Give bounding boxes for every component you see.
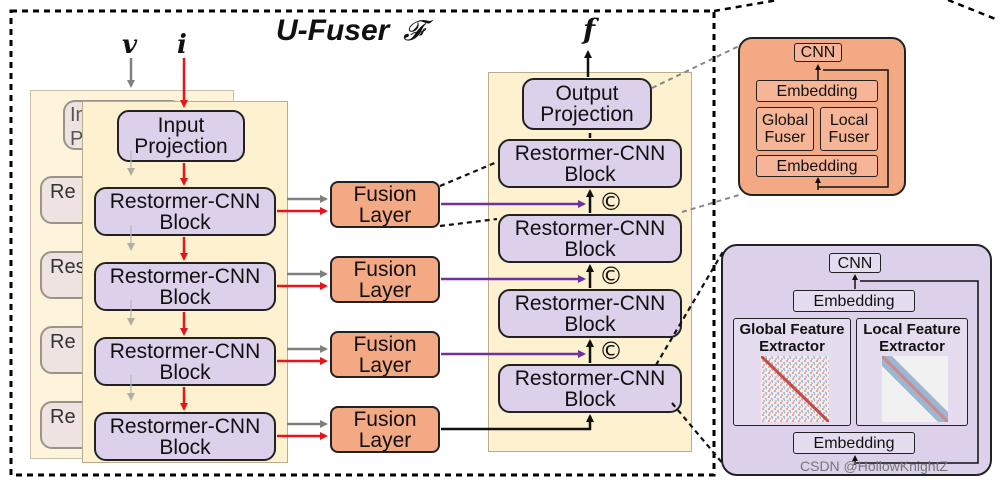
encoder-block-4: Restormer-CNN Block [94,412,276,461]
zoom-line [671,402,725,466]
global-attention-diagonal [761,356,829,422]
fusion-layer-3: Fusion Layer [330,331,440,378]
zoom-line [439,217,498,228]
zoom-line [439,160,498,188]
input-projection: Input Projection [117,110,245,162]
fusion-layer-4: Fusion Layer [330,406,440,453]
fusion-detail-residual [818,69,889,188]
block-detail-embedding-bottom: Embedding [793,432,915,454]
decoder-block-4: Restormer-CNN Block [498,139,682,188]
output-projection: Output Projection [522,78,652,130]
shadow-fragment: Re [50,181,76,203]
infrared-input-label: i [177,30,187,60]
fusion-detail-embedding-bottom: Embedding [756,155,878,177]
visible-input-label: v [122,30,138,60]
local-attention-diagonal [882,356,948,422]
zoom-line [681,194,740,213]
watermark: CSDN @HollowKnightZ [800,458,949,474]
global-fuser: Global Fuser [756,107,814,151]
shadow-fragment: Re [50,331,76,353]
fused-output-label: f [583,13,596,46]
zoom-line [655,249,725,366]
title: U-Fuser [276,14,390,47]
concat-symbol: © [599,188,623,216]
decoder-block-1: Restormer-CNN Block [498,364,682,413]
block-detail-cnn: CNN [829,253,881,273]
concat-symbol: © [599,337,623,365]
decoder-block-2: Restormer-CNN Block [498,289,682,338]
fusion-layer-1: Fusion Layer [330,181,440,228]
zoom-line-topright [947,0,999,22]
encoder-block-3: Restormer-CNN Block [94,337,276,386]
local-fuser: Local Fuser [820,107,878,151]
shadow-fragment: Res [50,256,86,278]
fusion-detail-cnn: CNN [794,43,842,62]
fusion-layer-2: Fusion Layer [330,256,440,303]
block-detail-residual [855,280,979,464]
zoom-line [651,45,740,89]
fusion-detail-embedding-top: Embedding [756,80,878,102]
concat-symbol: © [599,262,623,290]
encoder-block-2: Restormer-CNN Block [94,262,276,311]
decoder-block-3: Restormer-CNN Block [498,214,682,263]
shadow-fragment: Re [50,406,76,428]
block-detail-embedding-top: Embedding [793,290,915,312]
title-symbol: 𝓕 [403,14,424,47]
bottom-fusion-arrow [441,414,594,431]
encoder-block-1: Restormer-CNN Block [94,187,276,236]
u-fuser-boundary [9,9,716,477]
